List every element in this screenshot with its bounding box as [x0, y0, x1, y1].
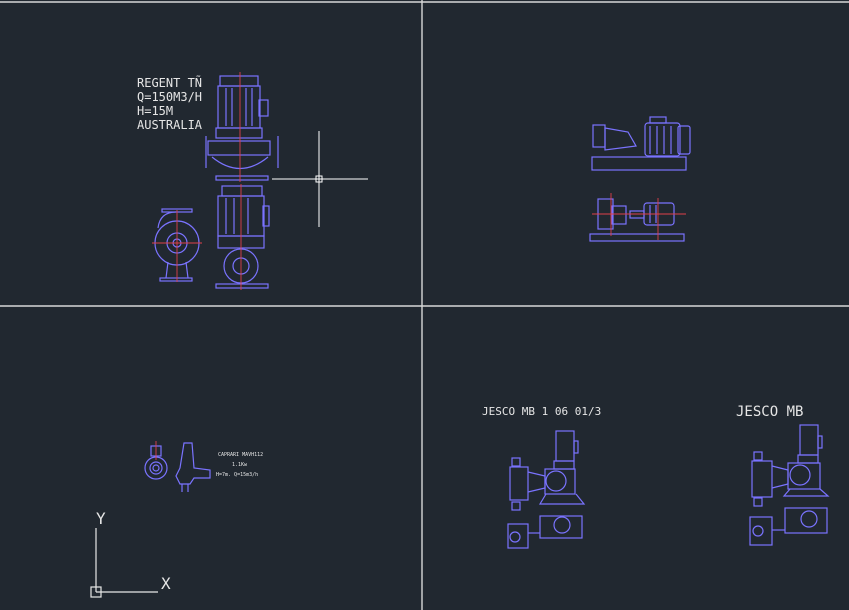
inline-pump-front-view: [205, 72, 279, 182]
ucs-x-label: X: [161, 574, 171, 593]
label-line: Q=150M3/H: [137, 90, 202, 104]
end-suction-pump-plan: [589, 193, 686, 242]
dosing-pump-1: [507, 430, 586, 549]
caprari-label: CAPRARI MAVH112 1.1Kw H=7m. Q=15m3/h: [216, 452, 263, 478]
label-line: REGENT TÑ: [137, 75, 202, 90]
viewport-bottom-right[interactable]: JESCO MB 1 06 01/3 JESCO MB: [482, 404, 830, 549]
inline-pump-side-view: [215, 184, 270, 290]
label-line: H=15M: [137, 104, 173, 118]
dosing-pump-2: [749, 424, 830, 546]
label-line: CAPRARI MAVH112: [218, 452, 263, 458]
label-line: 1.1Kw: [232, 462, 248, 468]
end-suction-pump-elevation: [591, 116, 691, 171]
ucs-icon: Y X: [90, 509, 171, 598]
submersible-pump-drawing: [144, 441, 211, 492]
crosshair-cursor: [272, 131, 368, 227]
label-line: AUSTRALIA: [137, 118, 203, 132]
viewport-top-right[interactable]: [589, 116, 691, 242]
regent-label: REGENT TÑ Q=150M3/H H=15M AUSTRALIA: [137, 75, 203, 132]
ucs-y-label: Y: [96, 509, 106, 528]
jesco-label-1: JESCO MB 1 06 01/3: [482, 405, 601, 418]
viewport-bottom-left[interactable]: CAPRARI MAVH112 1.1Kw H=7m. Q=15m3/h Y X: [90, 441, 263, 598]
label-line: H=7m. Q=15m3/h: [216, 472, 258, 478]
jesco-label-2: JESCO MB: [736, 404, 803, 420]
viewport-top-left[interactable]: REGENT TÑ Q=150M3/H H=15M AUSTRALIA: [137, 72, 368, 290]
inline-pump-top-view: [152, 208, 202, 282]
